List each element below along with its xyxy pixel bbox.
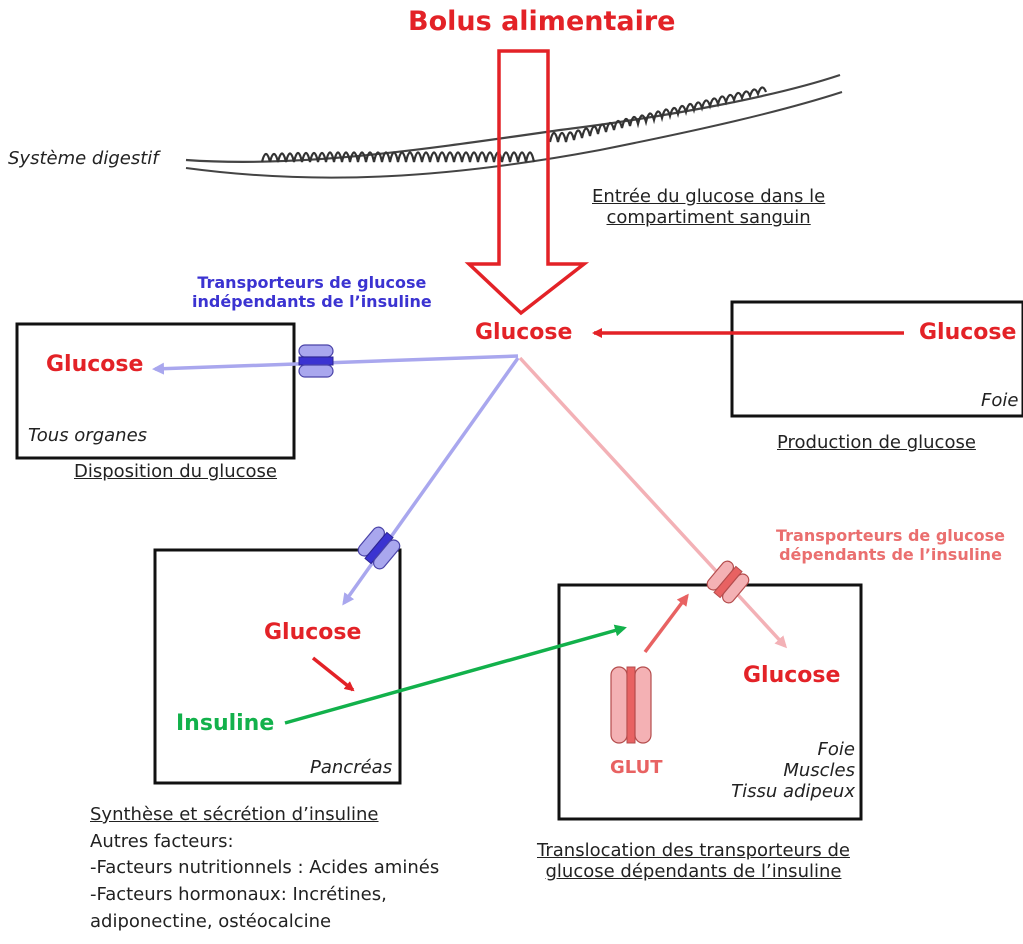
title: Bolus alimentaire (408, 6, 676, 37)
target-tissues-list: Foie Muscles Tissu adipeux (729, 739, 855, 803)
blood-glucose: Glucose (475, 320, 573, 345)
tissue-muscles: Muscles (783, 760, 855, 782)
pancreas-glucose: Glucose (264, 620, 362, 645)
glut-translocation-arrow (643, 593, 689, 654)
insulin-synthesis-caption: Synthèse et sécrétion d’insuline (90, 804, 379, 825)
digestive-system-label: Système digestif (8, 148, 159, 169)
all-organs-label: Tous organes (28, 425, 148, 446)
glut-transporter (610, 666, 652, 744)
insulin-dependent-line2: dépendants de l’insuline (779, 544, 1002, 564)
liver-glucose: Glucose (919, 320, 1017, 345)
blood-to-tissues-arrow (518, 356, 788, 649)
blood-to-organs-arrow (152, 354, 519, 375)
disposition-caption: Disposition du glucose (74, 461, 278, 482)
glut-label: GLUT (610, 757, 663, 778)
blood-to-pancreas-arrow (342, 356, 520, 606)
transporter-independent-organs (298, 344, 334, 378)
entry-caption: Entrée du glucose dans le compartiment s… (592, 186, 825, 228)
insulin-independent-line2: indépendants de l’insuline (192, 291, 432, 311)
tissue-liver: Foie (817, 739, 855, 760)
liver-box (730, 300, 1023, 418)
entry-caption-line2: compartiment sanguin (606, 207, 811, 229)
nutritional-factors: -Facteurs nutritionnels : Acides aminés (90, 857, 440, 879)
pancreas-label: Pancréas (310, 757, 393, 778)
insulin-dependent-line1: Transporteurs de glucose (776, 526, 1006, 545)
insulin-dependent-label: Transporteurs de glucose dépendants de l… (776, 526, 1006, 565)
translocation-caption-line1: Translocation des transporteurs de (537, 840, 850, 861)
insulin-signal-arrow (284, 624, 627, 725)
bolus-arrow (464, 49, 590, 316)
glucose-to-insulin-arrow (311, 656, 355, 692)
digestive-system (185, 73, 843, 179)
tissue-glucose: Glucose (743, 663, 841, 688)
tissue-adipose: Tissu adipeux (731, 781, 855, 803)
translocation-caption: Translocation des transporteurs de gluco… (537, 840, 850, 882)
hormonal-factors-line1: -Facteurs hormonaux: Incrétines, (90, 883, 387, 905)
insulin-label: Insuline (176, 711, 275, 736)
pancreas-caption-block: Synthèse et sécrétion d’insuline Autres … (90, 802, 439, 935)
translocation-caption-line2: glucose dépendants de l’insuline (545, 861, 842, 883)
insulin-independent-label: Transporteurs de glucose indépendants de… (192, 273, 432, 312)
entry-caption-line1: Entrée du glucose dans le (592, 186, 826, 207)
liver-label: Foie (981, 390, 1019, 411)
organs-glucose: Glucose (46, 352, 144, 377)
pancreas-box (153, 548, 402, 785)
all-organs-box (15, 322, 296, 460)
insulin-independent-line1: Transporteurs de glucose (197, 273, 427, 292)
other-factors: Autres facteurs: (90, 830, 234, 852)
hormonal-factors-line2: adiponectine, ostéocalcine (90, 910, 332, 932)
production-caption: Production de glucose (777, 432, 976, 453)
